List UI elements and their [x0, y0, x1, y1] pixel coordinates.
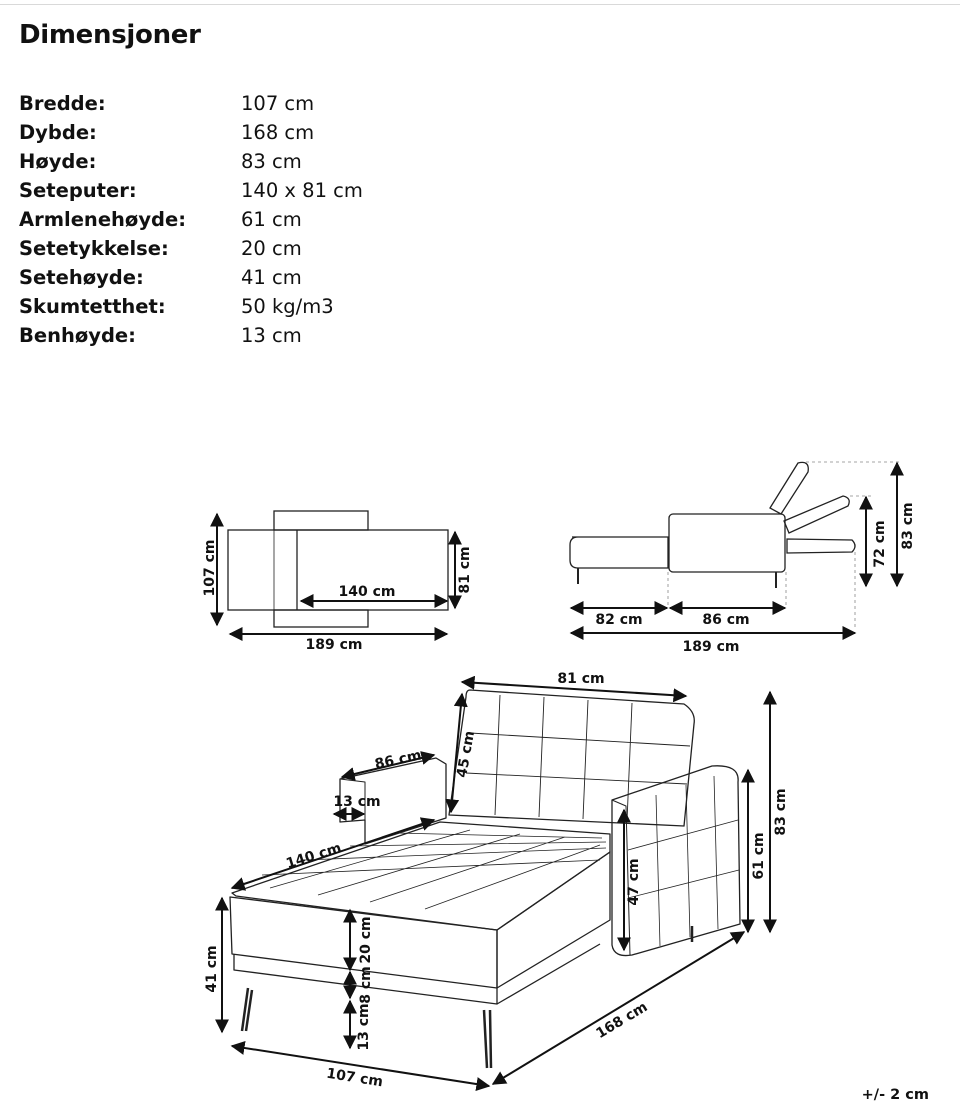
spec-label: Bredde: — [19, 92, 106, 115]
top-cushion-width-label: 81 cm — [457, 546, 473, 593]
total-height-label: 83 cm — [773, 788, 789, 835]
left-armrest-edge — [339, 778, 366, 844]
side-view — [569, 461, 900, 630]
spec-label: Skumtetthet: — [19, 295, 166, 318]
spec-value: 140 x 81 cm — [241, 179, 363, 202]
seat-tufting — [261, 829, 607, 910]
seat-thickness-label: 20 cm — [358, 916, 374, 963]
top-view-armrest — [273, 609, 369, 628]
spec-value: 83 cm — [241, 150, 302, 173]
dim-arrow — [491, 931, 746, 1085]
spec-label: Dybde: — [19, 121, 97, 144]
front-leg — [482, 1009, 493, 1069]
top-cushion-length-label: 140 cm — [339, 584, 396, 600]
side-back-flat — [786, 538, 856, 554]
spec-row: Bredde: 107 cm — [19, 89, 439, 118]
page-title: Dimensjoner — [19, 20, 201, 50]
spec-value: 13 cm — [241, 324, 302, 347]
leg-label: 13 cm — [356, 1003, 372, 1050]
side-view-dimensions — [569, 461, 904, 640]
side-cushion-label: 86 cm — [702, 612, 749, 628]
spec-row: Benhøyde: 13 cm — [19, 321, 439, 350]
arm-inner-height-label: 47 cm — [626, 858, 642, 905]
spec-label: Seteputer: — [19, 179, 137, 202]
side-cushion — [668, 513, 786, 573]
base-side — [496, 943, 601, 1005]
top-view-armrest — [273, 510, 369, 531]
seat-height-label: 41 cm — [204, 945, 220, 992]
spec-row: Armlenehøyde: 61 cm — [19, 205, 439, 234]
top-view — [227, 510, 449, 628]
front-leg — [240, 987, 254, 1032]
frame-label: 8 cm — [358, 966, 374, 1004]
dim-arrow — [460, 675, 688, 703]
arm-width-label: 13 cm — [333, 794, 380, 810]
arm-length-label: 86 cm — [373, 747, 423, 772]
spec-value: 41 cm — [241, 266, 302, 289]
top-width-label: 107 cm — [202, 540, 218, 597]
perspective-view — [229, 689, 741, 1069]
seat-side — [496, 851, 611, 989]
perspective-dimensions — [215, 675, 777, 1091]
top-divider — [0, 4, 960, 5]
spec-value: 61 cm — [241, 208, 302, 231]
side-back-mid — [783, 495, 850, 534]
spec-label: Benhøyde: — [19, 324, 136, 347]
spec-value: 168 cm — [241, 121, 315, 144]
backrest — [448, 689, 695, 827]
side-seat — [569, 536, 669, 569]
arm-height-label: 61 cm — [751, 832, 767, 879]
top-length-label: 189 cm — [306, 637, 363, 653]
side-back-low-label: 72 cm — [872, 520, 888, 567]
spec-label: Armlenehøyde: — [19, 208, 187, 231]
side-back-up — [769, 461, 809, 515]
spec-row: Høyde: 83 cm — [19, 147, 439, 176]
spec-row: Setehøyde: 41 cm — [19, 263, 439, 292]
spec-label: Høyde: — [19, 150, 97, 173]
side-back-high-label: 83 cm — [900, 502, 916, 549]
spec-row: Seteputer: 140 x 81 cm — [19, 176, 439, 205]
side-length-label: 189 cm — [683, 639, 740, 655]
spec-row: Dybde: 168 cm — [19, 118, 439, 147]
width-label: 107 cm — [325, 1066, 384, 1091]
spec-list: Bredde: 107 cm Dybde: 168 cm Høyde: 83 cm S… — [19, 89, 439, 350]
cushion-length-label: 140 cm — [284, 840, 343, 872]
spec-label: Setehøyde: — [19, 266, 144, 289]
side-seat-label: 82 cm — [595, 612, 642, 628]
dim-arrow — [340, 751, 436, 781]
tolerance-note: +/- 2 cm — [861, 1087, 929, 1103]
dim-arrow — [445, 692, 468, 814]
spec-row: Skumtetthet: 50 kg/m3 — [19, 292, 439, 321]
seat-cushion-top — [231, 821, 611, 931]
top-view-dimensions — [210, 512, 462, 641]
spec-value: 107 cm — [241, 92, 315, 115]
spec-value: 50 kg/m3 — [241, 295, 334, 318]
dim-arrow — [230, 817, 436, 891]
spec-row: Setetykkelse: 20 cm — [19, 234, 439, 263]
dim-arrow — [230, 1041, 491, 1091]
spec-value: 20 cm — [241, 237, 302, 260]
spec-label: Setetykkelse: — [19, 237, 169, 260]
backrest-tufting — [465, 694, 691, 822]
right-armrest-tufting — [627, 775, 740, 947]
back-width-label: 81 cm — [557, 671, 604, 687]
